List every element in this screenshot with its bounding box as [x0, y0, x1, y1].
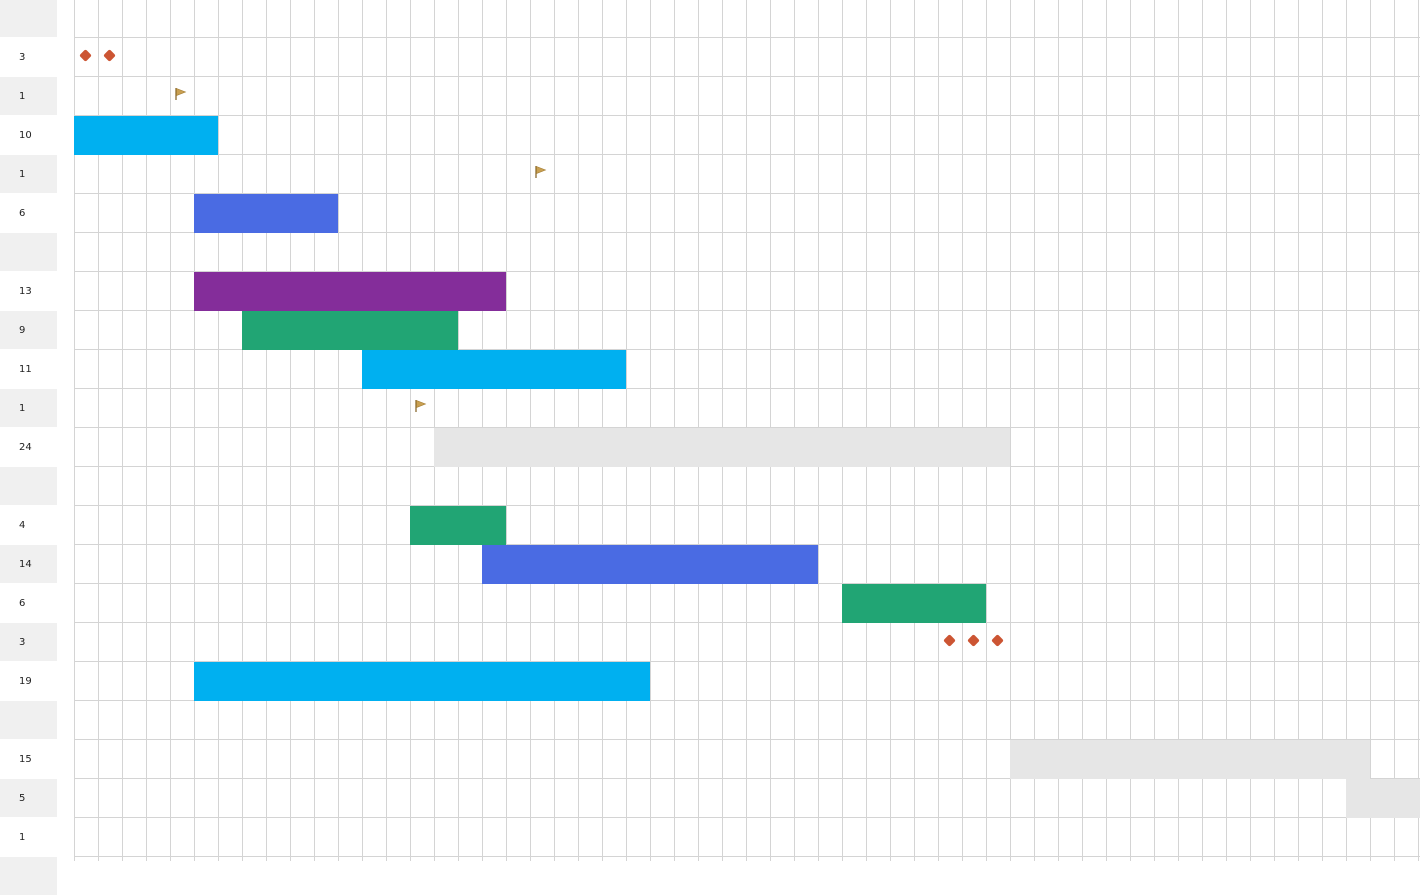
- row-label: 19: [19, 675, 32, 687]
- row-label: 10: [19, 129, 32, 141]
- row-label: 15: [19, 753, 32, 765]
- row-label: 1: [19, 831, 26, 843]
- task-bar[interactable]: [194, 272, 506, 311]
- task-bar[interactable]: [482, 545, 818, 584]
- row-label: 1: [0, 389, 57, 427]
- row-label: [0, 701, 57, 739]
- milestone-diamond-icon[interactable]: [943, 634, 956, 647]
- row-label: 13: [19, 285, 32, 297]
- flag-icon[interactable]: [175, 87, 187, 101]
- row-label: 4: [19, 519, 26, 531]
- flag-icon[interactable]: [415, 399, 427, 413]
- milestone-diamond-icon[interactable]: [103, 49, 116, 62]
- row-label: 9: [0, 311, 57, 349]
- row-label: 3: [0, 623, 57, 661]
- task-bar[interactable]: [74, 116, 218, 155]
- row-label: 3: [19, 51, 26, 63]
- row-label: 1: [0, 155, 57, 193]
- task-bar[interactable]: [194, 662, 650, 701]
- task-bar[interactable]: [434, 428, 1010, 467]
- task-bar[interactable]: [1010, 740, 1370, 779]
- timeline-grid: [74, 0, 1420, 861]
- row-label: [0, 467, 57, 505]
- row-label: 5: [0, 779, 57, 817]
- milestone-diamond-icon[interactable]: [79, 49, 92, 62]
- row-label: 1: [0, 77, 57, 115]
- flag-icon[interactable]: [535, 165, 547, 179]
- row-label: [0, 857, 57, 895]
- task-bar[interactable]: [194, 194, 338, 233]
- row-label: 11: [19, 363, 32, 375]
- milestone-diamond-icon[interactable]: [991, 634, 1004, 647]
- task-bar[interactable]: [362, 350, 626, 389]
- task-bar[interactable]: [242, 311, 458, 350]
- row-label: 14: [0, 545, 57, 583]
- task-bar[interactable]: [410, 506, 506, 545]
- row-label: [0, 0, 57, 37]
- task-bar[interactable]: [842, 584, 986, 623]
- row-label: [0, 233, 57, 271]
- row-label: 6: [19, 597, 26, 609]
- row-label: 24: [19, 441, 32, 453]
- task-bar[interactable]: [1346, 779, 1420, 818]
- row-label: 6: [19, 207, 26, 219]
- milestone-diamond-icon[interactable]: [967, 634, 980, 647]
